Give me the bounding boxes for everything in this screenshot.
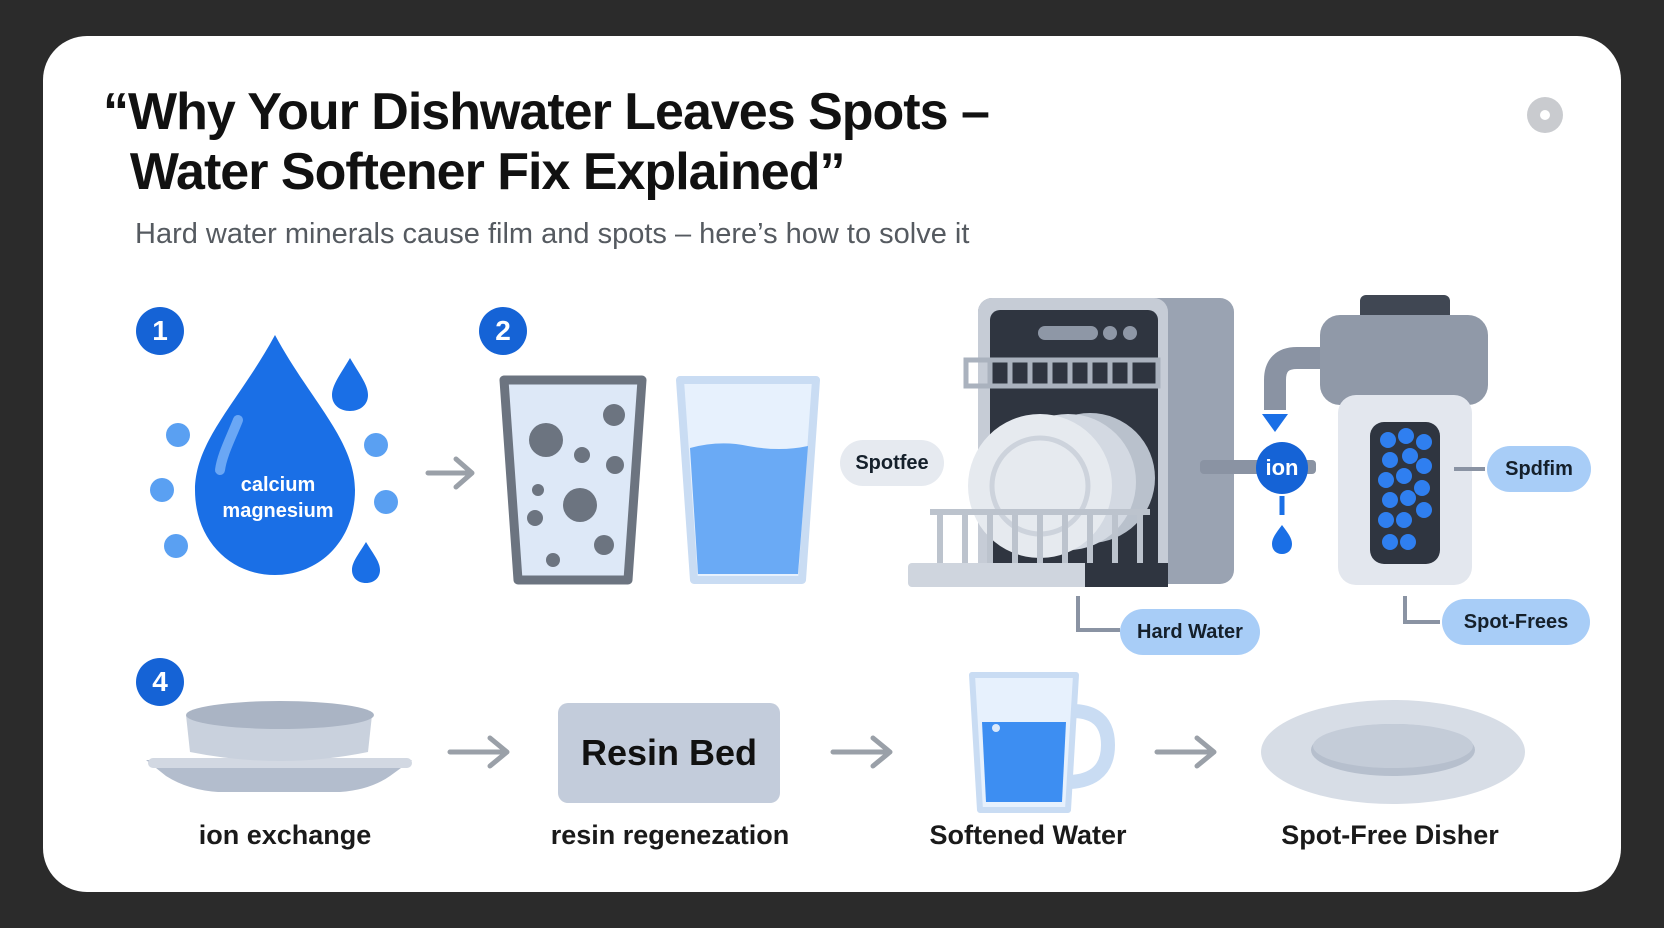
caption-resin-regeneration: resin regenezation: [550, 820, 790, 850]
spotfee-label: Spotfee: [840, 440, 944, 486]
resin-bed-box: Resin Bed: [558, 703, 780, 803]
plate-icon: [1261, 700, 1525, 804]
bowl-icon: [146, 701, 412, 792]
arrow-right-icon: [447, 735, 510, 769]
arrow-right-icon: [425, 456, 475, 490]
arrow-right-icon: [830, 735, 893, 769]
drop-label-line1: calcium: [240, 474, 316, 496]
arrow-right-icon: [1154, 735, 1217, 769]
caption-softened-water: Softened Water: [929, 820, 1127, 850]
drop-label: calcium magnesium: [188, 472, 368, 524]
water-softener-icon: [1320, 295, 1488, 585]
mug-icon: [969, 672, 1116, 813]
water-drop-icon: [150, 335, 398, 583]
hard-water-label: Hard Water: [1120, 609, 1260, 655]
dishwasher-icon: [908, 298, 1234, 587]
clear-glass-icon: [676, 376, 820, 584]
spot-frees-label: Spot-Frees: [1442, 599, 1590, 645]
leader-line: [1403, 596, 1440, 624]
options-button[interactable]: [1527, 97, 1563, 133]
drop-label-line2: magnesium: [222, 500, 334, 522]
page-title: “Why Your Dishwater Leaves Spots – Water…: [103, 83, 990, 201]
step-badge-2: 2: [479, 307, 527, 355]
ion-label: ion: [1265, 455, 1299, 480]
spotted-glass-icon: [499, 375, 647, 585]
step-badge-1: 1: [136, 307, 184, 355]
caption-spot-free-dishes: Spot-Free Disher: [1281, 820, 1499, 850]
leader-line: [1076, 596, 1120, 632]
caption-ion-exchange: ion exchange: [198, 820, 372, 850]
pipe-connector: [1200, 347, 1330, 554]
spdfim-label: Spdfim: [1487, 446, 1591, 492]
step-badge-4: 4: [136, 658, 184, 706]
page-subtitle: Hard water minerals cause film and spots…: [135, 218, 970, 250]
